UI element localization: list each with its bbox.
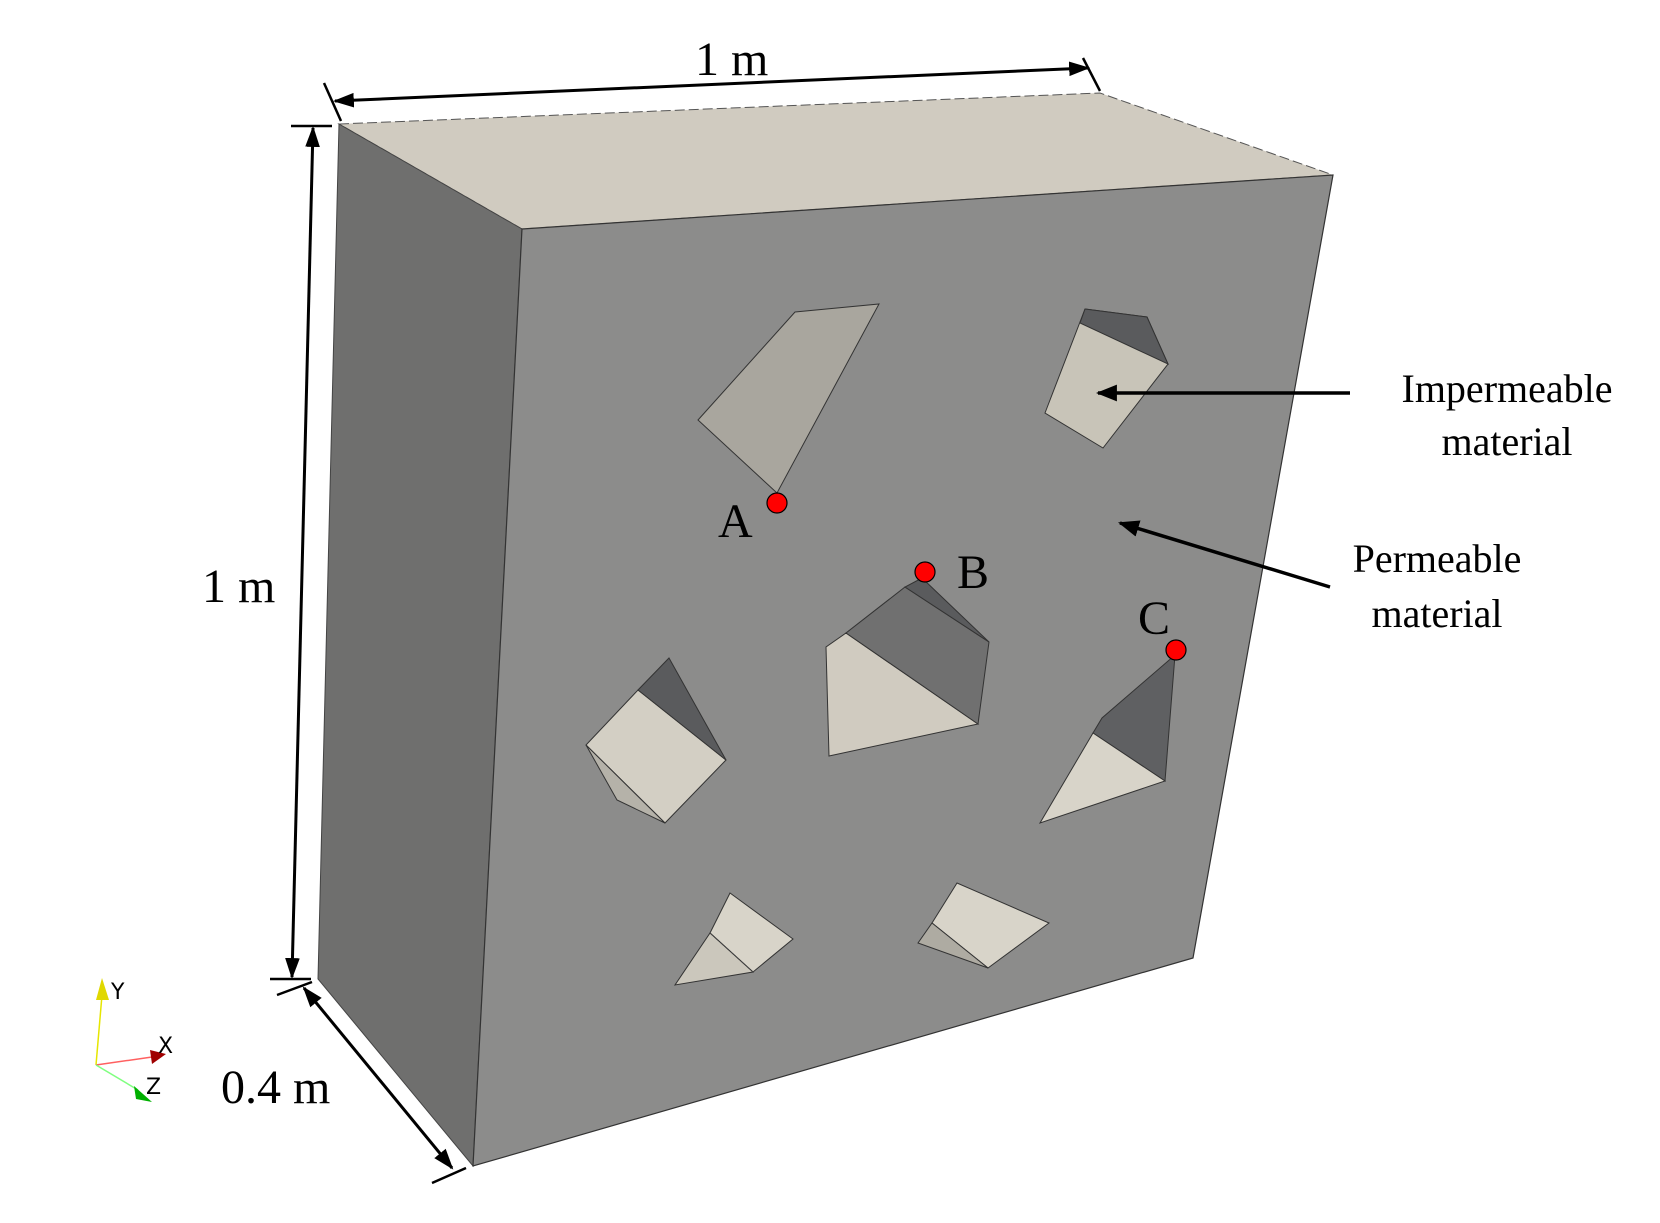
point-b-label: B	[957, 546, 989, 599]
impermeable-label-line1: Impermeable	[1402, 366, 1613, 411]
height-label: 1 m	[202, 560, 275, 613]
annotation-arrows	[1095, 384, 1350, 589]
z-axis-label: Z	[146, 1075, 161, 1100]
point-a-marker	[766, 492, 788, 514]
permeable-label: Permeable material	[1353, 536, 1522, 636]
height-dimension	[270, 124, 332, 981]
permeable-arrow	[1117, 520, 1331, 589]
inclusion-3	[585, 657, 727, 824]
point-b-marker	[914, 561, 936, 583]
dimension-lines	[270, 57, 1102, 1185]
inclusion-4	[825, 577, 990, 757]
inclusion-6	[673, 892, 794, 986]
axes-triad: Y X Z	[95, 978, 173, 1102]
permeable-label-line2: material	[1371, 591, 1502, 636]
depth-dimension	[276, 980, 467, 1185]
y-axis-label: Y	[110, 980, 125, 1005]
inclusions	[585, 303, 1176, 986]
impermeable-label-line2: material	[1441, 419, 1572, 464]
point-a-label: A	[718, 495, 753, 548]
depth-label: 0.4 m	[221, 1061, 330, 1114]
x-axis-arrow-icon	[150, 1050, 166, 1064]
impermeable-label: Impermeable material	[1402, 366, 1613, 464]
y-axis-arrow-icon	[96, 978, 109, 1000]
inclusion-2	[1044, 308, 1170, 449]
monitoring-points: A B C	[718, 492, 1187, 661]
width-dimension	[322, 57, 1102, 122]
inclusion-7	[917, 882, 1050, 969]
block	[317, 92, 1334, 1168]
z-axis-arrow-icon	[134, 1086, 152, 1102]
permeable-label-line1: Permeable	[1353, 536, 1522, 581]
width-label: 1 m	[695, 33, 768, 86]
inclusion-5	[1038, 653, 1176, 824]
x-axis-label: X	[158, 1034, 173, 1059]
point-c-marker	[1165, 639, 1187, 661]
point-c-label: C	[1138, 592, 1170, 645]
